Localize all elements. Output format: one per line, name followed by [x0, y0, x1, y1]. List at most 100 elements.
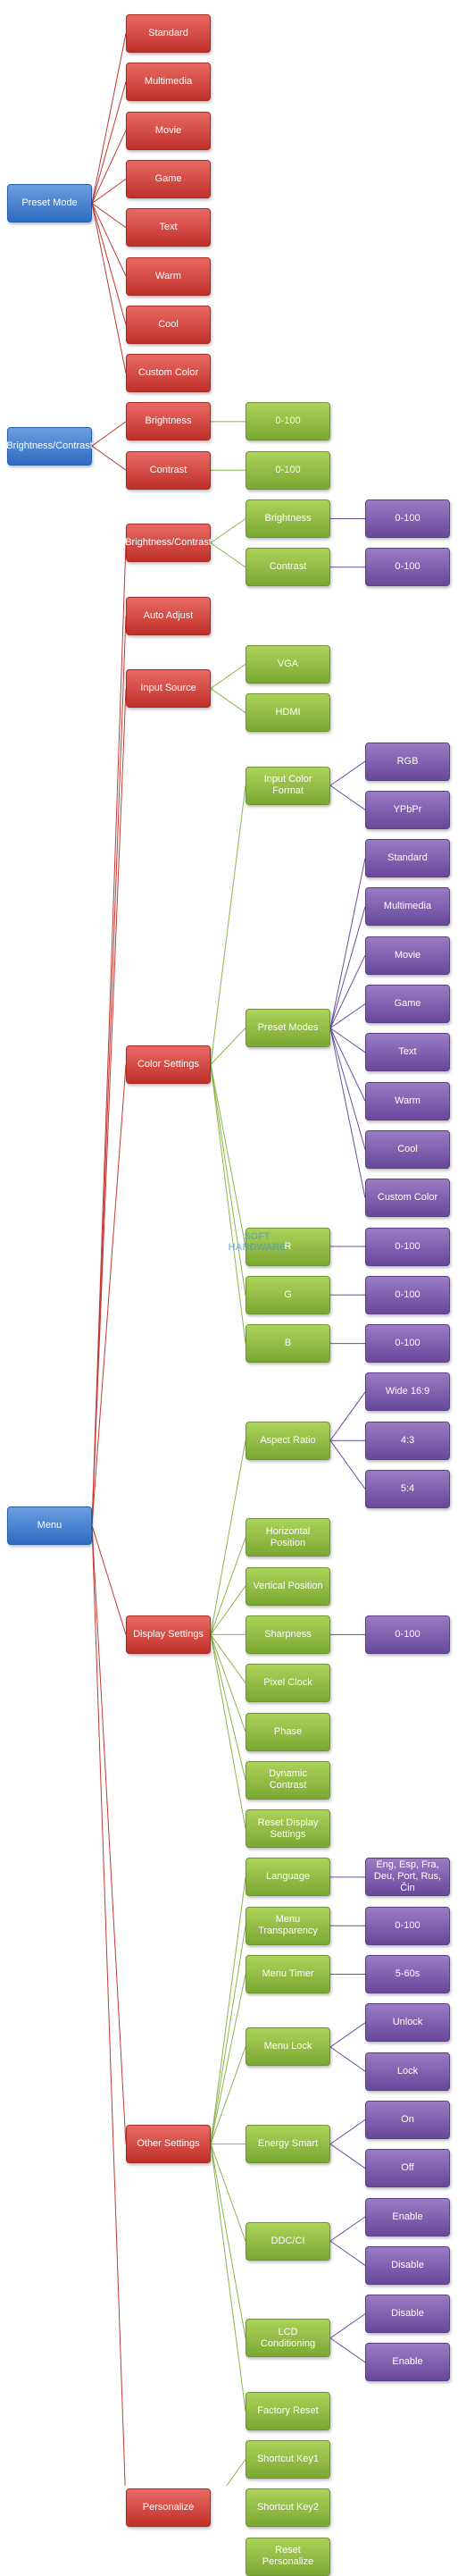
edge-display-settings-to-aspect-ratio: [210, 1440, 246, 1635]
edge-ddc-ci-to-enable: [329, 2216, 366, 2242]
node-label: Sharpness: [264, 1628, 312, 1640]
node-label: Contrast: [149, 464, 187, 475]
node-label: Energy Smart: [257, 2138, 319, 2150]
node-label: G: [284, 1288, 292, 1300]
edge-menu-to-other-settings: [91, 1525, 127, 2144]
node-label: Multimedia: [383, 901, 432, 912]
edge-brightness-contrast-to-contrast: [210, 542, 246, 568]
node-g: G: [246, 1275, 330, 1314]
node-label: Standard: [387, 852, 428, 864]
node-label: On: [401, 2113, 414, 2125]
edge-brightness-contrast-to-brightness: [210, 518, 246, 544]
node-game: Game: [126, 159, 211, 198]
node-language: Language: [246, 1858, 330, 1897]
node-label: Preset Mode: [21, 197, 78, 209]
edge-brightness-contrast-to-brightness: [91, 421, 127, 447]
node-text: Text: [126, 208, 211, 248]
node-ddc-ci: DDC/CI: [246, 2221, 330, 2261]
edge-menu-to-brightness-contrast: [91, 542, 127, 1526]
edge-preset-modes-to-custom-color: [329, 1028, 366, 1198]
node-label: Enable: [392, 2211, 423, 2222]
node-cool: Cool: [126, 305, 211, 344]
node-label: Eng, Esp, Fra, Deu, Port, Rus, Čin: [373, 1859, 442, 1894]
node-label: Unlock: [392, 2017, 423, 2028]
node-label: Factory Reset: [257, 2404, 319, 2416]
edge-color-settings-to-input-color-format: [210, 785, 246, 1065]
node-0-100: 0-100: [365, 548, 450, 587]
node-label: 0-100: [395, 1288, 421, 1300]
node-brightness-contrast: Brightness/Contrast: [125, 524, 212, 563]
edge-other-settings-to-menu-lock: [210, 2046, 246, 2144]
node-text: Text: [365, 1033, 450, 1072]
node-contrast: Contrast: [126, 450, 211, 490]
node-label: Custom Color: [137, 367, 199, 379]
edge-display-settings-to-phase: [210, 1634, 246, 1733]
edge-preset-mode-to-text: [91, 203, 127, 229]
node-brightness: Brightness: [246, 499, 330, 538]
node-warm: Warm: [126, 256, 211, 296]
node-label: 0-100: [275, 415, 301, 427]
edge-ddc-ci-to-disable: [329, 2240, 366, 2266]
edge-display-settings-to-vertical-position: [210, 1585, 246, 1635]
node-label: Warm: [155, 270, 181, 281]
edge-menu-to-input-source: [91, 688, 127, 1526]
node-label: Reset Personalize: [262, 2545, 314, 2568]
node-movie: Movie: [126, 111, 211, 150]
node-label: Brightness/Contrast: [125, 537, 212, 549]
node-label: Menu Transparency: [258, 1914, 318, 1937]
node-label: 5:4: [400, 1483, 415, 1494]
node-label: Standard: [148, 28, 188, 38]
node-label: Multimedia: [144, 76, 193, 88]
node-lcd-conditioning: LCD Conditioning: [246, 2319, 330, 2358]
node-input-color-format: Input Color Format: [246, 766, 330, 805]
node-label: Dynamic Contrast: [269, 1768, 307, 1791]
node-input-source: Input Source: [126, 669, 211, 709]
node-4-3: 4:3: [365, 1421, 450, 1460]
node-label: 4:3: [400, 1434, 415, 1446]
node-warm: Warm: [365, 1081, 450, 1120]
edge-input-source-to-hdmi: [210, 688, 246, 714]
node-label: Horizontal Position: [265, 1525, 311, 1548]
node-0-100: 0-100: [365, 499, 450, 538]
edge-menu-to-personalize: [91, 1525, 126, 2486]
node-label: VGA: [277, 658, 299, 669]
edge-input-color-format-to-rgb: [329, 760, 366, 786]
edge-color-settings-to-b: [210, 1064, 246, 1344]
node-label: RGB: [396, 755, 419, 767]
node-cool: Cool: [365, 1129, 450, 1169]
node-label: Shortcut Key2: [256, 2502, 320, 2513]
node-label: HDMI: [275, 707, 301, 718]
node-0-100: 0-100: [365, 1324, 450, 1364]
node-label: Cool: [158, 318, 179, 330]
node-5-60s: 5-60s: [365, 1955, 450, 1993]
node-label: Input Source: [140, 683, 196, 694]
node-label: Language: [266, 1871, 310, 1883]
edge-input-color-format-to-ypbpr: [329, 785, 366, 810]
node-multimedia: Multimedia: [365, 887, 450, 927]
edge-preset-mode-to-movie: [91, 130, 127, 204]
node-label: Disable: [391, 2308, 424, 2320]
edge-preset-modes-to-cool: [329, 1028, 366, 1150]
node-label: Shortcut Key1: [256, 2454, 320, 2464]
edge-other-settings-to-lcd-conditioning: [210, 2144, 246, 2338]
edge-input-source-to-vga: [210, 663, 246, 689]
node-label: Brightness: [145, 415, 192, 427]
node-unlock: Unlock: [365, 2003, 450, 2043]
node-label: Menu Timer: [262, 1968, 314, 1979]
node-label: LCD Conditioning: [260, 2326, 316, 2349]
node-label: 0-100: [395, 1628, 421, 1640]
node-label: Vertical Position: [253, 1580, 323, 1591]
edge-preset-modes-to-movie: [329, 954, 366, 1028]
node-label: Text: [398, 1046, 417, 1058]
node-label: Game: [154, 172, 182, 184]
edge-preset-modes-to-warm: [329, 1028, 366, 1102]
node-hdmi: HDMI: [246, 693, 330, 733]
node-label: Movie: [154, 124, 182, 136]
node-preset-mode: Preset Mode: [7, 184, 92, 223]
node-aspect-ratio: Aspect Ratio: [246, 1421, 330, 1460]
node-off: Off: [365, 2149, 450, 2188]
edge-preset-mode-to-custom-color: [91, 203, 127, 373]
edge-display-settings-to-pixel-clock: [210, 1634, 246, 1683]
